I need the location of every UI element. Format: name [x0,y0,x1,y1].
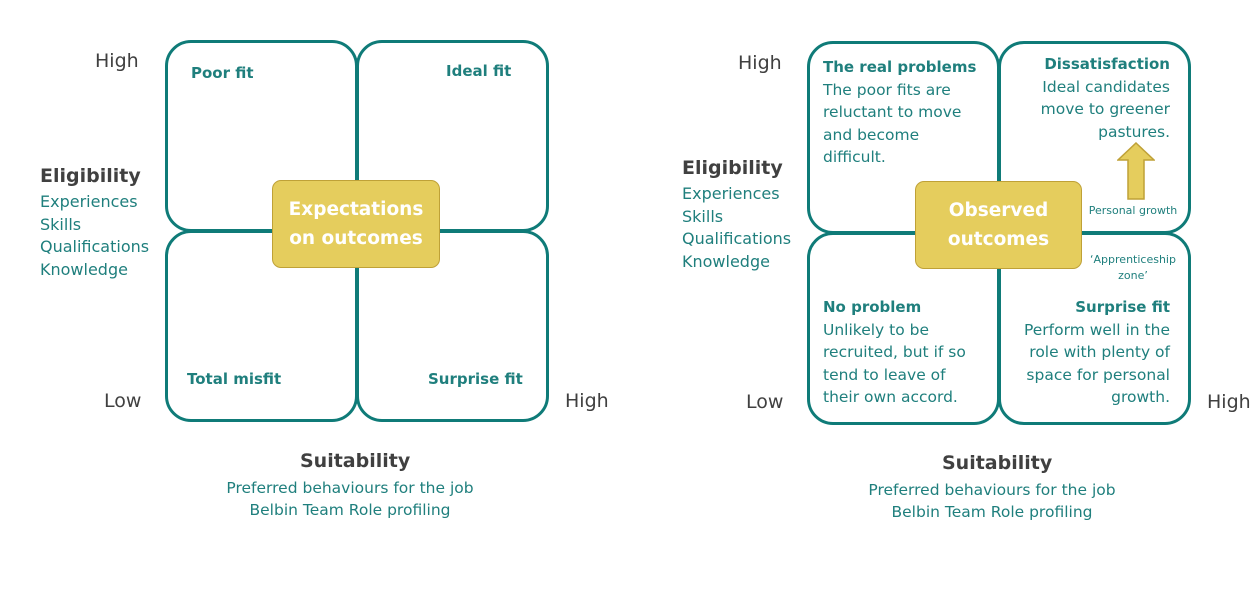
right-text-line: difficult. [823,148,886,166]
right-text-line: The poor fits are [823,80,951,99]
right-eligibility-item: Qualifications [682,229,792,248]
right-text-line: space for personal [1026,365,1170,384]
right-apprenticeship-line: ‘Apprenticeship [1090,253,1176,266]
right-text-line: Ideal candidates [1042,77,1170,96]
left-eligibility-item: Skills [40,214,82,234]
left-label-poor-fit: Poor fit [191,64,254,82]
right-center-line: Observed [948,200,1049,221]
right-text-line: role with plenty of [1029,343,1170,361]
right-suitability-item: Preferred behaviours for the job [868,481,1116,499]
right-apprenticeship-line: zone’ [1118,269,1148,282]
left-center-line: on outcomes [289,228,423,249]
right-heading-real-problems: The real problems [823,58,977,76]
left-label-surprise-fit: Surprise fit [428,370,523,388]
right-text-line: and become [823,125,920,144]
left-center-box: Expectations on outcomes [272,180,440,268]
right-heading-surprise-fit: Surprise fit [1075,298,1170,316]
right-eligibility-title: Eligibility [682,157,783,179]
right-y-high-label: High [738,52,782,74]
right-text-dissatisfaction: Dissatisfaction Ideal candidates move to… [1020,53,1170,143]
left-eligibility-item: Experiences [40,192,138,211]
right-suitability-list: Preferred behaviours for the job Belbin … [842,479,1142,523]
right-text-no-problem: No problem Unlikely to be recruited, but… [823,296,966,409]
right-eligibility-list: Experiences Skills Qualifications Knowle… [682,183,791,273]
right-heading-no-problem: No problem [823,298,922,316]
left-eligibility-list: Experiences Skills Qualifications Knowle… [40,191,149,281]
right-text-surprise-fit: Surprise fit Perform well in the role wi… [1010,296,1170,409]
left-center-line: Expectations [288,199,424,220]
right-y-low-label: Low [746,391,784,413]
right-personal-growth-label: Personal growth [1088,204,1178,217]
right-center-line: outcomes [947,229,1050,250]
left-eligibility-item: Qualifications [40,237,150,256]
right-text-line: growth. [1111,388,1170,406]
right-text-line: Unlikely to be [823,320,930,339]
right-eligibility-item: Experiences [682,184,780,203]
right-text-line: move to greener [1040,100,1170,118]
left-y-low-label: Low [104,390,142,412]
left-eligibility-title: Eligibility [40,165,141,187]
left-label-ideal-fit: Ideal fit [446,62,512,80]
right-text-line: recruited, but if so [823,343,966,361]
left-label-total-misfit: Total misfit [187,370,282,388]
left-y-high-label: High [95,50,139,72]
up-arrow-icon [1117,142,1155,200]
right-text-line: their own accord. [823,388,958,406]
left-suitability-item: Belbin Team Role profiling [249,501,451,519]
left-suitability-list: Preferred behaviours for the job Belbin … [200,477,500,521]
right-x-high-label: High [1207,391,1251,413]
right-text-line: reluctant to move [823,103,962,121]
left-x-high-label: High [565,390,609,412]
left-suitability-title: Suitability [300,450,411,472]
right-text-line: Perform well in the [1023,320,1170,339]
right-eligibility-item: Skills [682,206,724,226]
right-suitability-item: Belbin Team Role profiling [891,503,1093,521]
right-text-real-problems: The real problems The poor fits are relu… [823,56,976,169]
right-eligibility-item: Knowledge [682,251,770,271]
left-suitability-item: Preferred behaviours for the job [226,479,474,497]
right-apprenticeship-zone-label: ‘Apprenticeship zone’ [1085,252,1181,284]
right-heading-dissatisfaction: Dissatisfaction [1044,55,1170,73]
right-text-line: pastures. [1098,122,1170,141]
right-suitability-title: Suitability [942,452,1053,474]
left-eligibility-item: Knowledge [40,259,128,279]
right-text-line: tend to leave of [823,365,946,384]
right-center-box: Observed outcomes [915,181,1082,269]
